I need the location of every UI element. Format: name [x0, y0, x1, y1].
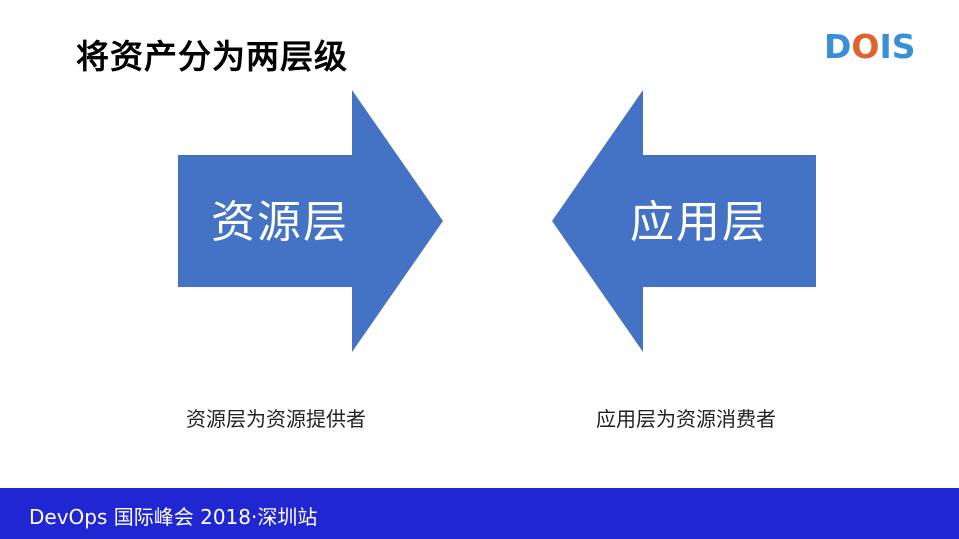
resource-layer-label: 资源层 [211, 197, 349, 248]
logo-letter-d: D [824, 27, 852, 66]
application-layer-label: 应用层 [630, 197, 768, 248]
right-pointing-arrow-shape [178, 90, 443, 352]
left-pointing-arrow-shape [552, 90, 816, 352]
application-layer-caption: 应用层为资源消费者 [596, 407, 776, 431]
resource-layer-caption: 资源层为资源提供者 [186, 407, 366, 431]
footer-text: DevOps 国际峰会 2018·深圳站 [29, 505, 318, 529]
logo-letter-s: S [891, 27, 916, 66]
logo-letter-o: O [851, 27, 880, 66]
logo-letter-i: I [879, 27, 892, 66]
footer-bar: DevOps 国际峰会 2018·深圳站 [0, 488, 959, 539]
slide-title: 将资产分为两层级 [76, 37, 348, 76]
dois-logo: DOIS [824, 27, 916, 66]
